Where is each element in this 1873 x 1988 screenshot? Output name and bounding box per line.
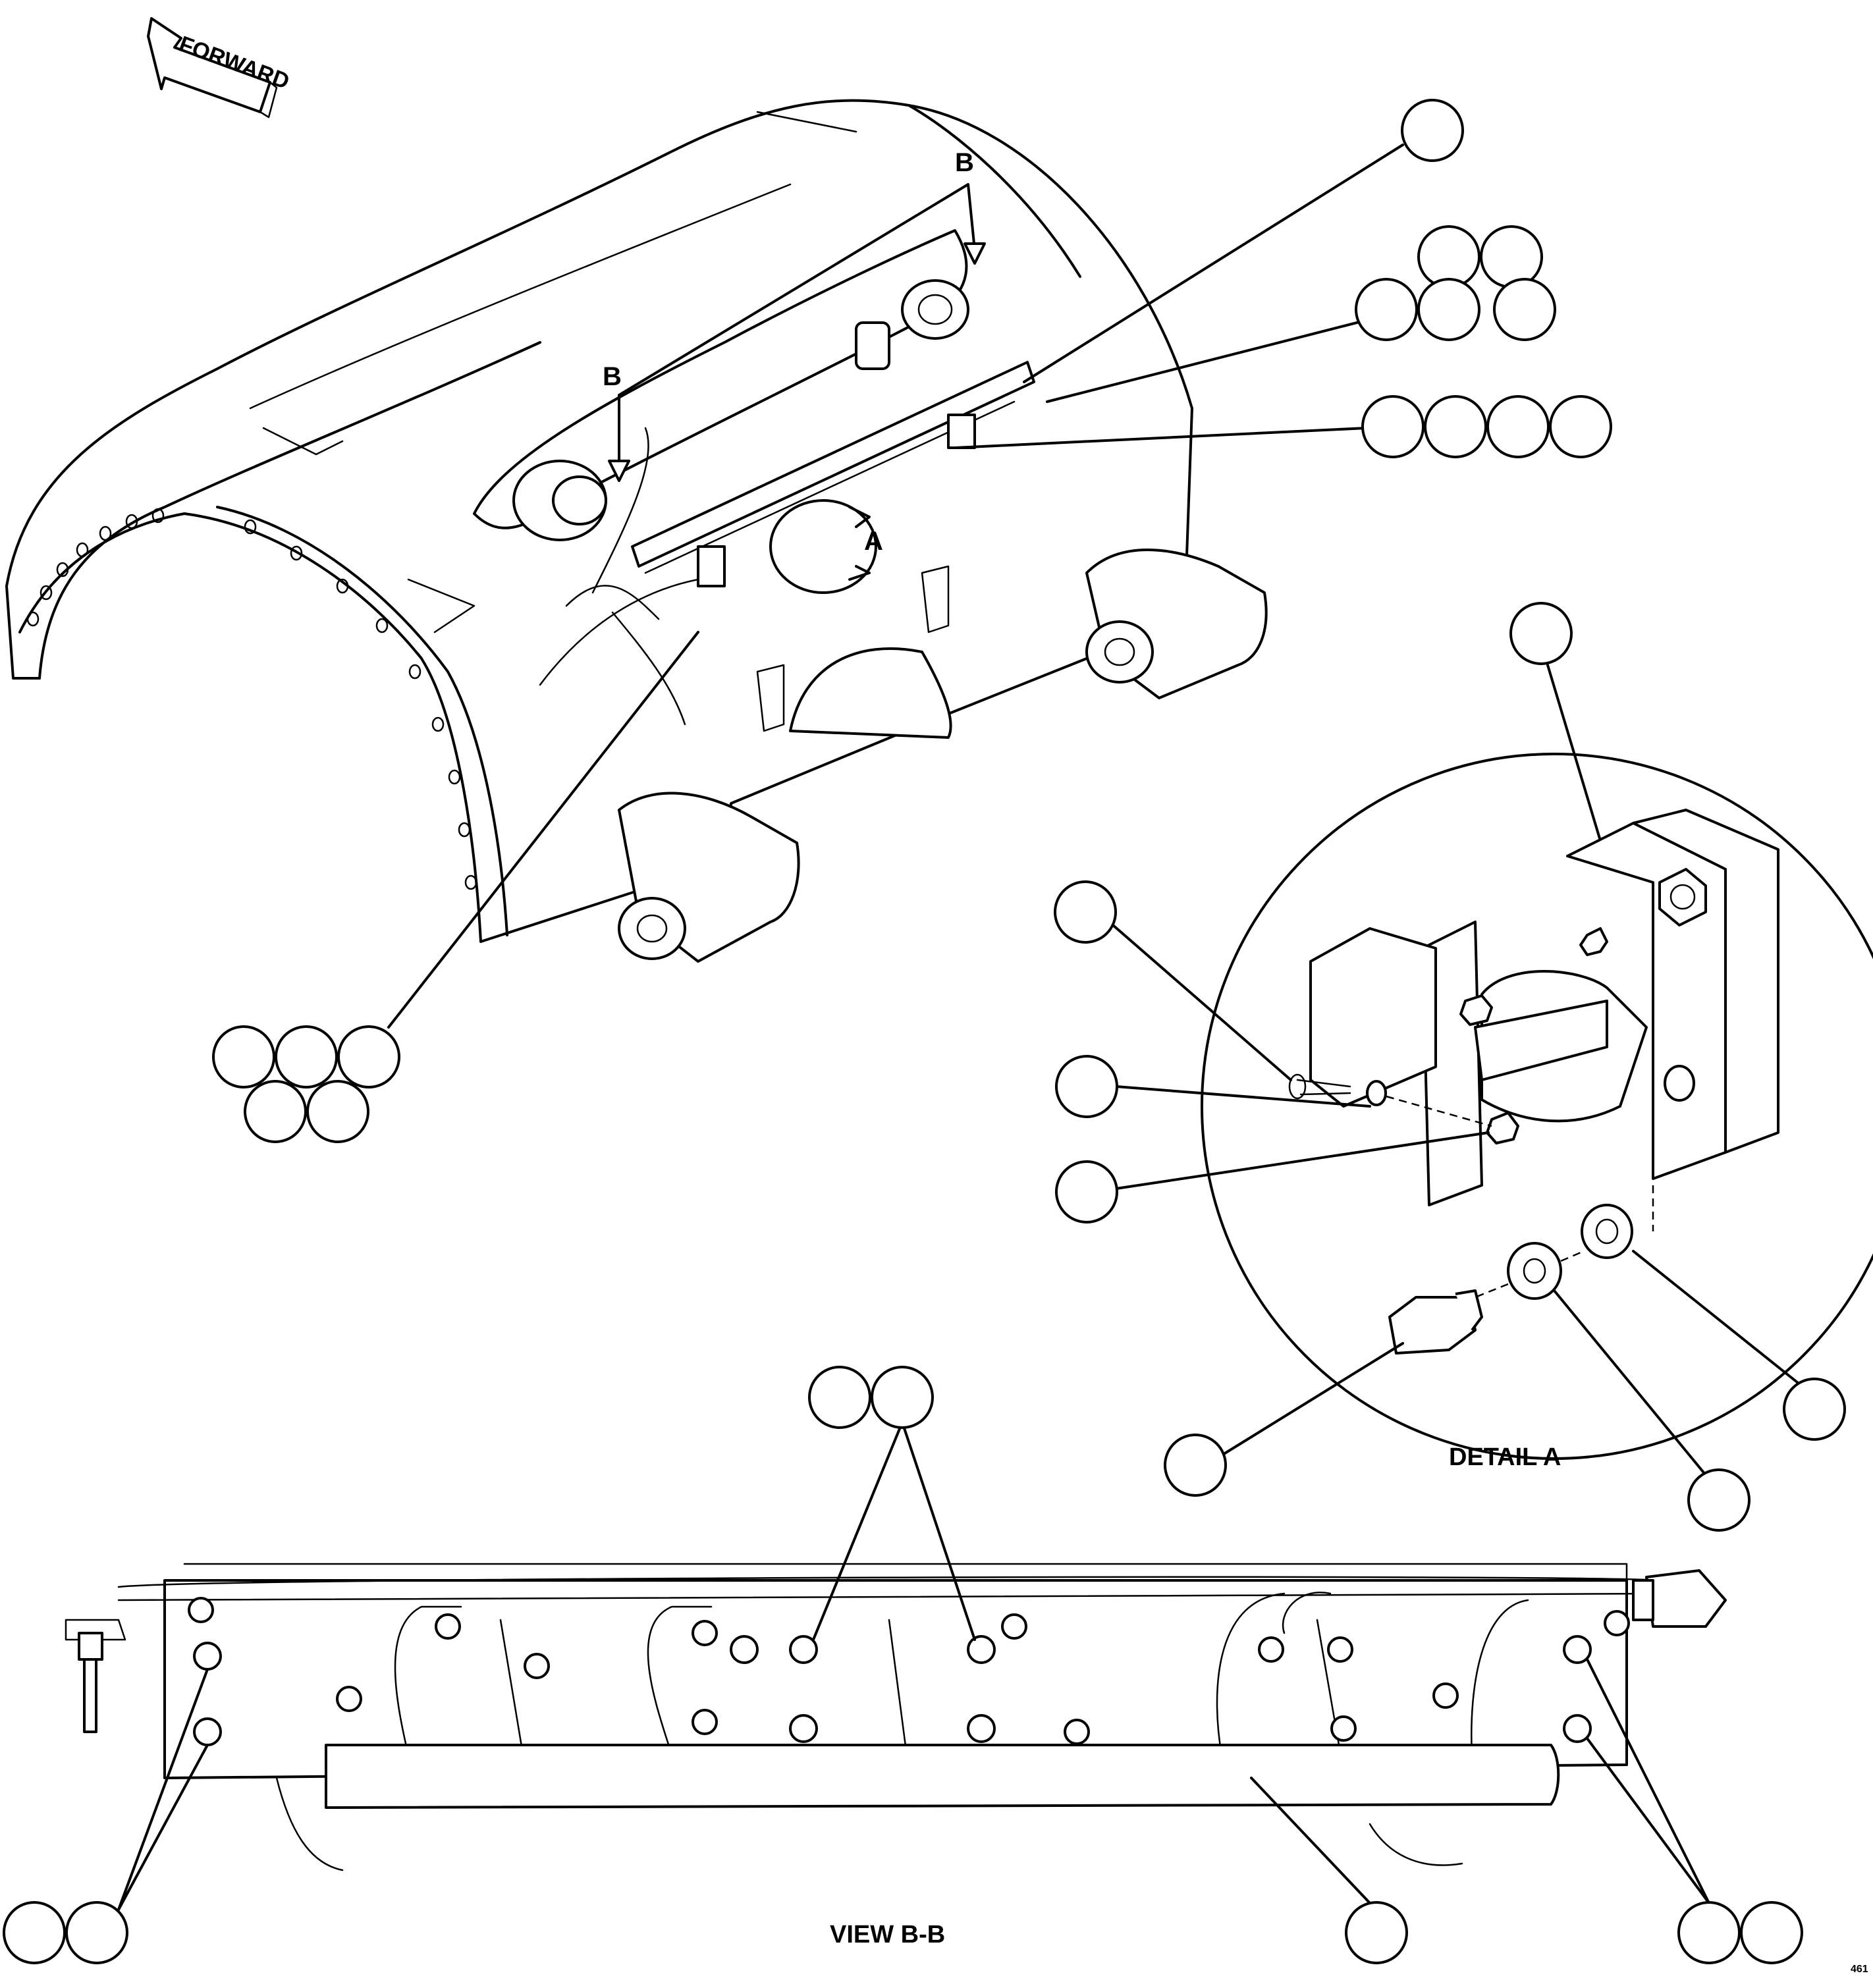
callout-balloon	[1677, 1901, 1741, 1964]
detail-a-view: DETAIL A	[1054, 602, 1873, 1532]
callout-balloon	[1055, 1160, 1118, 1223]
view-bb-title: VIEW B-B	[830, 1921, 945, 1948]
callout-balloon	[1164, 1434, 1227, 1497]
callout-balloon	[1486, 395, 1550, 458]
detail-a-marker: A	[769, 499, 883, 594]
engine-case-assembly: A B B	[5, 99, 1268, 963]
mount-clevis-upper	[473, 229, 969, 541]
callout-balloon	[871, 1366, 934, 1429]
section-b-label-left: B	[603, 362, 622, 391]
callout-balloon	[1355, 278, 1418, 341]
callouts-upper	[212, 99, 1612, 1143]
callout-balloon	[1054, 880, 1117, 944]
callout-balloon	[1417, 278, 1480, 341]
callout-balloon	[275, 1025, 338, 1088]
callout-balloon	[1509, 602, 1573, 665]
section-a-label: A	[864, 527, 883, 556]
mount-clevis-lower	[618, 792, 800, 963]
callout-balloon	[1740, 1901, 1803, 1964]
flange-holes	[26, 508, 477, 890]
harness-bar	[539, 321, 1035, 726]
callout-balloon	[1493, 278, 1556, 341]
callout-balloon	[1055, 1055, 1118, 1118]
callout-balloon	[1401, 99, 1464, 162]
callout-balloon	[1345, 1901, 1408, 1964]
callout-balloon	[1480, 225, 1543, 288]
callout-balloon	[244, 1080, 307, 1143]
detail-a-title: DETAIL A	[1449, 1443, 1561, 1471]
section-b-label-right: B	[955, 148, 974, 177]
callout-balloon	[65, 1901, 128, 1964]
forward-arrow: FORWARD	[147, 17, 292, 119]
callout-balloon	[1687, 1468, 1751, 1532]
section-b-indicator: B B	[603, 148, 986, 482]
callout-balloon	[337, 1025, 400, 1088]
callout-balloon	[3, 1901, 66, 1964]
sheet-code: 461	[1851, 1964, 1868, 1975]
callout-balloon	[1549, 395, 1612, 458]
callout-balloon	[212, 1025, 275, 1088]
callout-balloon	[1783, 1378, 1846, 1441]
callout-balloon	[1424, 395, 1487, 458]
callout-balloon	[1361, 395, 1425, 458]
view-bb: VIEW B-B	[3, 1366, 1803, 1964]
bolt-row-middle	[193, 1682, 1592, 1746]
mount-clevis-right	[1085, 549, 1268, 699]
callout-balloon	[306, 1080, 369, 1143]
callout-balloon	[808, 1366, 871, 1429]
bolt-row-top	[188, 1597, 1630, 1679]
